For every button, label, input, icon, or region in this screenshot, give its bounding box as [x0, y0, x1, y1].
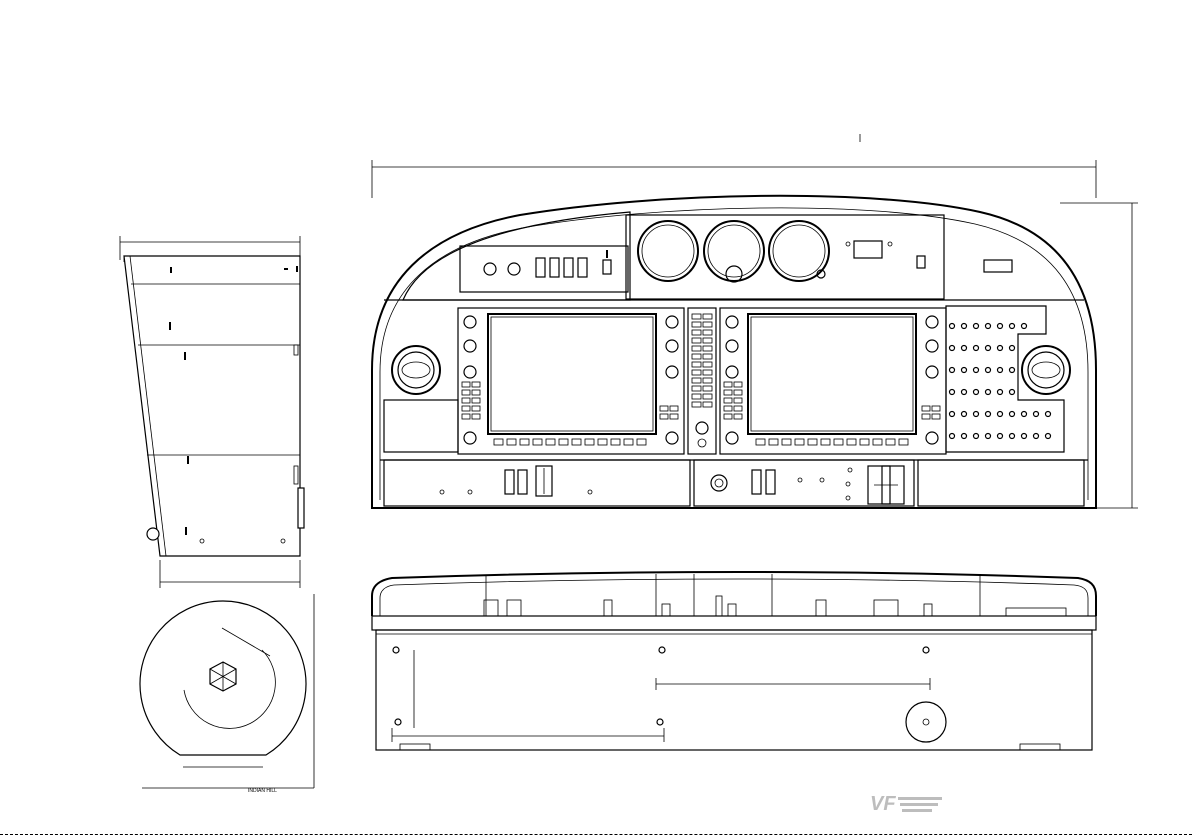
mounting-hole-icon — [395, 719, 401, 725]
logo-text: VF — [870, 793, 896, 815]
gauge-2-icon — [704, 221, 764, 281]
right-display-screen — [748, 314, 916, 434]
gauge-3-icon — [769, 221, 829, 281]
mounting-hole-icon — [393, 647, 399, 653]
page-border-rule — [0, 834, 1192, 835]
mounting-hole-icon — [657, 719, 663, 725]
vent-detail-view: INDIAN HILL — [140, 594, 314, 794]
gauge-1-icon — [638, 221, 698, 281]
brand-logo: VF — [870, 793, 942, 815]
top-view — [372, 572, 1096, 750]
side-view — [120, 236, 304, 588]
mounting-hole-icon — [923, 647, 929, 653]
side-vent-icon — [147, 528, 159, 540]
stamp-text: INDIAN HILL — [248, 788, 277, 794]
front-view — [372, 134, 1138, 508]
right-vent-icon — [1022, 346, 1070, 394]
left-display-softkeys — [494, 439, 646, 445]
right-display-softkeys — [756, 439, 908, 445]
left-vent-icon — [392, 346, 440, 394]
left-display-screen — [488, 314, 656, 434]
vent-cutout-icon — [906, 702, 946, 742]
mounting-hole-icon — [659, 647, 665, 653]
